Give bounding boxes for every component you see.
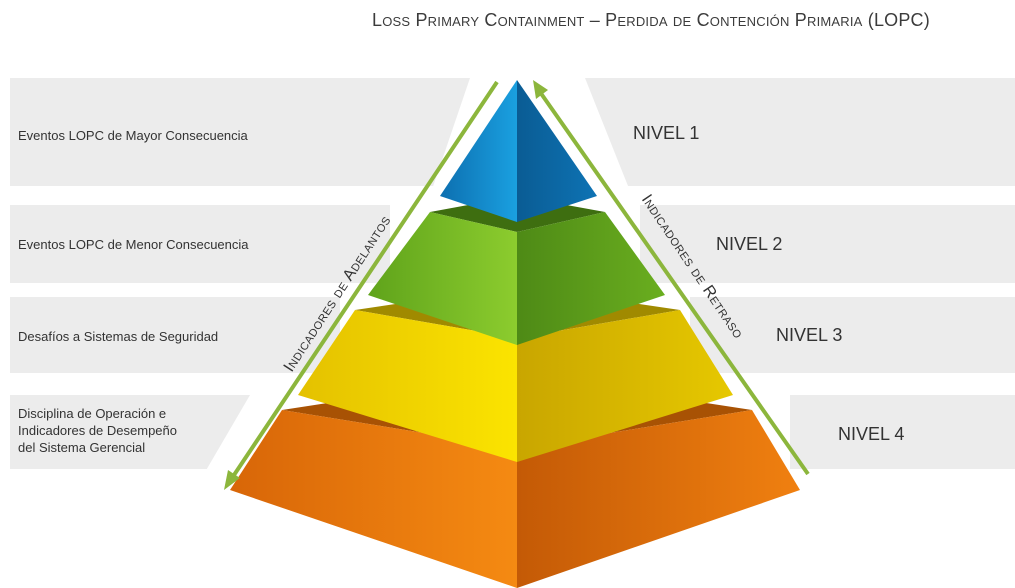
band-level-2-right [640, 205, 1015, 283]
pyramid-level-1 [440, 80, 597, 222]
level-2-label: NIVEL 2 [716, 234, 783, 254]
level-3-label: NIVEL 3 [776, 325, 843, 345]
band-level-2-left [10, 205, 390, 283]
right-arrow [533, 80, 810, 476]
level-4-description-line-1: Disciplina de Operación e [18, 406, 167, 421]
level-2-description: Eventos LOPC de Menor Consecuencia [18, 237, 249, 252]
level-4-label: NIVEL 4 [838, 424, 905, 444]
level-3-description: Desafíos a Sistemas de Seguridad [18, 329, 219, 344]
level-1-label: NIVEL 1 [633, 123, 700, 143]
band-level-3-left [10, 297, 340, 373]
diagram-title: Loss Primary Containment – Perdida de Co… [372, 10, 930, 30]
level-4-description: Disciplina de Operación e Indicadores de… [18, 405, 198, 456]
band-level-1-right [585, 78, 1015, 186]
level-1-description: Eventos LOPC de Mayor Consecuencia [18, 128, 248, 143]
band-level-4-left [10, 395, 250, 469]
band-level-3-right [690, 297, 1015, 373]
level-4-description-line-3: del Sistema Gerencial [18, 440, 146, 455]
band-level-4-right [790, 395, 1015, 469]
level-4-description-line-2: Indicadores de Desempeño [18, 423, 177, 438]
left-arrow [224, 80, 499, 490]
band-level-1-left [10, 78, 470, 186]
